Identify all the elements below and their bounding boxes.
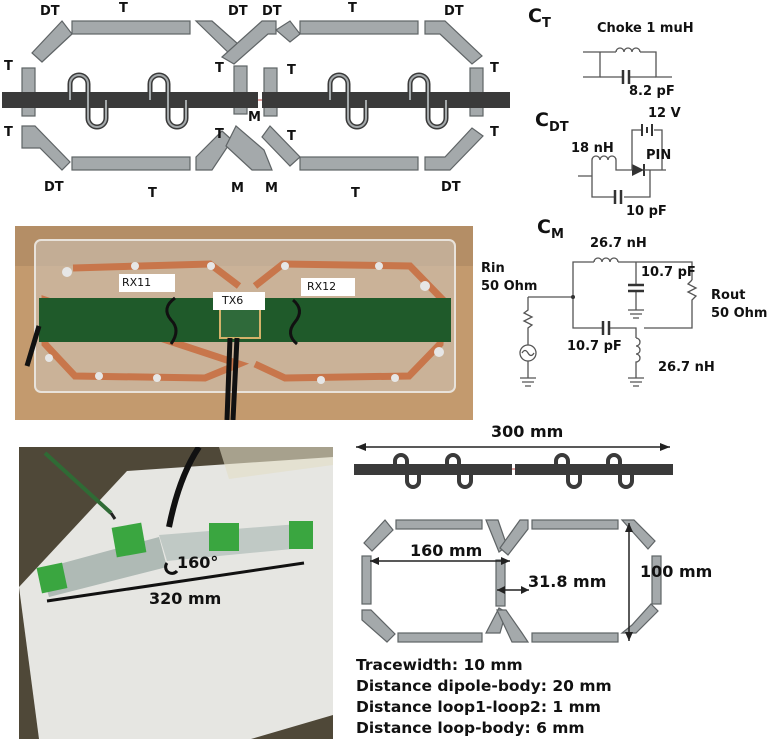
label-m: M (248, 110, 261, 125)
circuit-cm (519, 257, 698, 387)
loop-segment (21, 125, 71, 171)
loop-segment (71, 20, 191, 35)
loop-height-label: 100 mm (640, 562, 713, 581)
circuit-ct (583, 47, 672, 84)
label-m: M (231, 181, 244, 196)
loop-segment (195, 130, 233, 171)
loop-segment (31, 20, 73, 63)
cdt-cap-label: 10 pF (626, 204, 667, 219)
loop-segment (274, 20, 301, 43)
label-t: T (348, 1, 357, 16)
label-dt: DT (444, 4, 464, 19)
rx11-label: RX11 (122, 276, 152, 289)
ct-choke-label: Choke 1 muH (597, 21, 694, 36)
spec-line: Distance loop-body: 6 mm (356, 719, 585, 737)
tx-module (219, 305, 261, 339)
label-t: T (351, 186, 360, 201)
circuit-cdt (578, 124, 666, 204)
cm-bottom-inductor-label: 26.7 nH (658, 360, 715, 375)
angle-label: 160° (177, 553, 219, 572)
label-t: T (287, 63, 296, 78)
specifications-list: Tracewidth: 10 mm Distance dipole-body: … (356, 655, 612, 739)
dipole-bar-left (2, 92, 258, 108)
cdt-inductor-label: 18 nH (571, 141, 614, 156)
spec-line: Distance loop1-loop2: 1 mm (356, 698, 601, 716)
label-t: T (215, 127, 224, 142)
label-t: T (490, 61, 499, 76)
label-t: T (490, 125, 499, 140)
cm-title: CM (537, 216, 564, 242)
rx12-label: RX12 (307, 280, 337, 293)
cm-top-inductor-label: 26.7 nH (590, 236, 647, 251)
label-dt: DT (441, 180, 461, 195)
loop-segment (299, 156, 419, 171)
cdt-diode-label: PIN (646, 148, 672, 163)
cdt-title: CDT (535, 109, 569, 135)
label-t: T (4, 125, 13, 140)
cm-rin-label: Rin (481, 261, 505, 276)
spec-line: Distance dipole-body: 20 mm (356, 677, 612, 695)
label-t: T (215, 61, 224, 76)
label-dt: DT (262, 4, 282, 19)
loop-width-label: 160 mm (410, 541, 483, 560)
cm-rout-label: Rout (711, 288, 746, 303)
dipole-dimension (354, 443, 673, 489)
label-m: M (265, 181, 278, 196)
loop-segment (220, 20, 277, 65)
ct-cap-label: 8.2 pF (629, 84, 675, 99)
loop-segment (261, 125, 301, 167)
length-label: 320 mm (149, 589, 222, 608)
dipole (2, 72, 510, 130)
label-dt: DT (44, 180, 64, 195)
label-t: T (287, 129, 296, 144)
diode-icon (632, 164, 644, 176)
loop-segment (299, 20, 419, 35)
overlap-label: 31.8 mm (528, 572, 607, 591)
dipole-bar-right (262, 92, 510, 108)
tx6-label: TX6 (222, 294, 244, 307)
dipole-length-label: 300 mm (491, 422, 564, 441)
loop-segment (424, 20, 483, 65)
bent-prototype-photo: 160° 320 mm (19, 447, 333, 739)
label-dt: DT (40, 4, 60, 19)
cm-right-cap-label: 10.7 pF (641, 265, 696, 280)
ct-title: CT (528, 5, 551, 31)
loop-segment (225, 125, 273, 171)
label-t: T (148, 186, 157, 201)
label-t: T (119, 1, 128, 16)
spec-line: Tracewidth: 10 mm (356, 656, 523, 674)
cm-bottom-cap-label: 10.7 pF (567, 339, 622, 354)
cdt-voltage-label: 12 V (648, 106, 681, 121)
prototype-photo: RX11 TX6 RX12 (15, 226, 473, 420)
cm-rin-value: 50 Ohm (481, 279, 538, 294)
loop-segment (71, 156, 191, 171)
label-dt: DT (228, 4, 248, 19)
loops-dimension (361, 519, 662, 643)
loop-segment (424, 127, 484, 171)
cm-rout-value: 50 Ohm (711, 306, 768, 321)
label-t: T (4, 59, 13, 74)
